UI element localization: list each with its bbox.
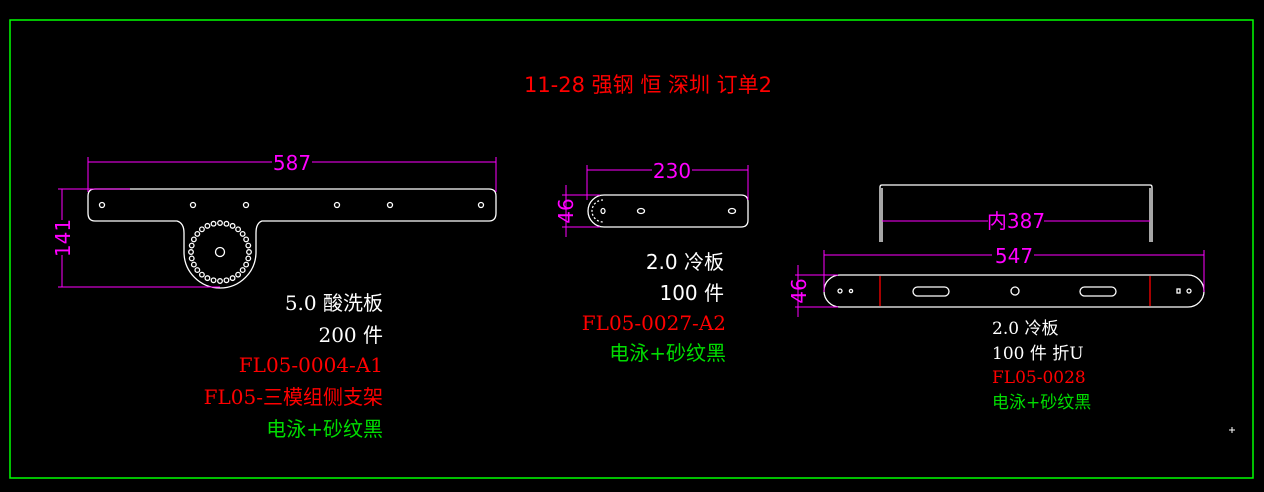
hole xyxy=(198,226,205,233)
dimension-547: 547 xyxy=(995,244,1033,268)
part-1-height-dimension: 141 xyxy=(51,188,220,288)
part-3-u-bracket: 内387 547 46 2.0 冷板 100 件 折U FL05-0028 电泳… xyxy=(787,184,1205,413)
crosshair-marker xyxy=(1229,427,1235,433)
drawing-frame xyxy=(9,19,1254,479)
hole xyxy=(477,201,485,209)
part-1-width-dimension: 587 xyxy=(87,151,497,192)
hole xyxy=(239,230,246,237)
part-3-finish: 电泳+砂纹黑 xyxy=(992,393,1091,413)
part-3-height-dimension: 46 xyxy=(787,265,838,317)
part-2-width-dimension: 230 xyxy=(586,159,749,200)
part-1-name: FL05-三模组侧支架 xyxy=(204,385,383,409)
hole xyxy=(235,271,242,278)
hole xyxy=(188,242,195,249)
part-3-slot xyxy=(1079,286,1117,297)
part-3-code: FL05-0028 xyxy=(992,368,1086,388)
part-2-finish: 电泳+砂纹黑 xyxy=(609,341,726,365)
part-2-quantity: 100 件 xyxy=(659,281,724,305)
dimension-inner-387: 内387 xyxy=(987,209,1045,233)
part-2-material: 2.0 冷板 xyxy=(646,250,724,274)
hole xyxy=(217,220,223,226)
part-3-u-profile xyxy=(879,184,1153,242)
dimension-46: 46 xyxy=(787,278,811,303)
hole xyxy=(210,277,217,284)
hole xyxy=(229,222,236,229)
part-3-inner-dimension: 内387 xyxy=(882,209,1150,233)
hole xyxy=(188,249,194,255)
part-2-code: FL05-0027-A2 xyxy=(582,311,726,335)
dimension-141: 141 xyxy=(51,219,75,257)
hole xyxy=(210,220,217,227)
part-1-holes xyxy=(98,201,485,284)
part-1-finish: 电泳+砂纹黑 xyxy=(266,417,383,441)
hole xyxy=(189,201,197,209)
hole xyxy=(204,275,211,282)
hole xyxy=(204,222,211,229)
part-1-quantity: 200 件 xyxy=(318,323,383,347)
part-3-slot xyxy=(912,286,950,297)
dimension-587: 587 xyxy=(273,151,311,175)
hole xyxy=(198,271,205,278)
dimension-46: 46 xyxy=(554,198,578,223)
part-3-outline xyxy=(823,274,1205,308)
hole xyxy=(239,267,246,274)
hole xyxy=(243,261,250,268)
part-1-outline xyxy=(87,188,497,289)
hole xyxy=(333,201,341,209)
hole xyxy=(235,226,242,233)
hole xyxy=(242,201,250,209)
hole xyxy=(386,201,394,209)
hole xyxy=(246,249,252,255)
hole xyxy=(194,230,201,237)
part-3-width-dimension: 547 xyxy=(823,244,1205,292)
hole xyxy=(245,242,252,249)
drawing-title: 11-28 强钢 恒 深圳 订单2 xyxy=(524,73,772,97)
dimension-230: 230 xyxy=(653,159,691,183)
hole xyxy=(229,275,236,282)
part-2-plate: 230 46 2.0 冷板 100 件 FL05-0027-A2 电泳+砂纹黑 xyxy=(554,159,749,365)
hole xyxy=(194,267,201,274)
part-1-side-bracket: 587 141 5.0 酸洗板 200 件 FL05-0004-A1 FL05-… xyxy=(51,151,497,441)
hole xyxy=(245,255,252,262)
hole xyxy=(223,220,230,227)
hole xyxy=(190,261,197,268)
part-2-hole-arc xyxy=(591,199,604,223)
part-3-quantity: 100 件 折U xyxy=(992,344,1084,364)
part-1-center-hole xyxy=(214,246,226,258)
part-2-height-dimension: 46 xyxy=(554,185,600,237)
hole xyxy=(223,277,230,284)
hole xyxy=(188,255,195,262)
hole xyxy=(98,201,106,209)
part-1-material: 5.0 酸洗板 xyxy=(285,291,383,315)
hole xyxy=(217,278,223,284)
part-1-code: FL05-0004-A1 xyxy=(239,353,383,377)
part-2-outline xyxy=(587,194,749,228)
part-3-material: 2.0 冷板 xyxy=(992,319,1058,339)
hole xyxy=(190,236,197,243)
hole xyxy=(243,236,250,243)
